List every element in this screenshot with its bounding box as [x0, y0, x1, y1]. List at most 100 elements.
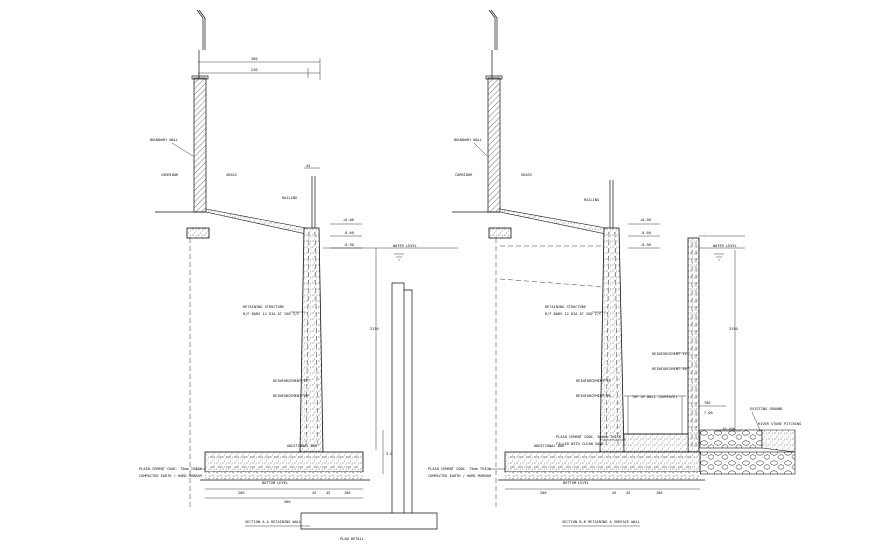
detail-label: PLAN DETAIL	[340, 537, 364, 541]
level-lower-left: -0.90	[343, 243, 354, 247]
blinding-left	[205, 472, 363, 480]
stone-pitching	[699, 429, 763, 449]
base-note-2-left: COMPACTED EARTH / HARD MURRAM	[139, 474, 203, 478]
base-note-1-left: PLAIN CEMENT CONC. 75mm THICK	[139, 467, 203, 471]
rebar-4-right: REINFORCEMENT 10	[652, 367, 687, 371]
railing-upper-right	[488, 9, 498, 50]
base-note-1-right: PLAIN CEMENT CONC. 75mm THICK	[428, 467, 492, 471]
small-dim-700: 700	[704, 401, 711, 405]
railing-upper-left	[196, 9, 206, 50]
side-dim: 7.00	[704, 411, 713, 415]
grass-label-left: GRASS	[226, 173, 237, 177]
stone-note: RIVER STONE PITCHING	[758, 422, 801, 426]
rebar-2-left: REINFORCEMENT 10	[273, 394, 308, 398]
railing-label-right: RAILING	[584, 198, 599, 202]
base-slab-right	[504, 451, 701, 473]
top-dim-outer-left: 300	[251, 57, 258, 61]
detail-outline-1	[392, 282, 405, 513]
detail-outline-3	[404, 289, 413, 513]
base-note-2-right: COMPACTED EARTH / HARD MURRAM	[428, 474, 492, 478]
sand-fill	[623, 433, 689, 453]
wall-footing-right	[488, 227, 512, 239]
wall-spec-2-left: R/F BARS 12 DIA AT 200 C/C	[243, 312, 299, 316]
wall-coping-left	[191, 75, 209, 80]
base-dim-1-right: 200	[540, 491, 547, 495]
slope-fill-right	[499, 208, 607, 235]
slope-fill-left	[205, 208, 307, 235]
wall-spec-1-right: RETAINING STRUCTURE	[545, 305, 586, 309]
stone-bed	[699, 451, 796, 475]
water-level-label-right: WATER LEVEL	[713, 244, 737, 248]
boundary-wall-left	[193, 77, 207, 213]
base-note-a-right: PLAIN CEMENT CONC. 300mm THICK	[556, 435, 622, 439]
existing-ground	[761, 429, 796, 453]
detail-footing	[300, 512, 438, 530]
section-title-left: SECTION A-A RETAINING WALL	[245, 520, 301, 524]
boundary-wall-right	[487, 77, 501, 213]
rebar-line	[605, 231, 610, 449]
top-of-wall-label: TOP OF WALL (SURFACE)	[632, 395, 677, 399]
base-dim-4-right: 100	[656, 491, 663, 495]
leader	[171, 142, 194, 157]
base-level-right: BOTTOM LEVEL	[563, 481, 589, 485]
boundary-wall-label-right: BOUNDARY WALL	[454, 138, 482, 142]
wall-footing-left	[186, 227, 210, 239]
wall-coping-right	[485, 75, 503, 80]
right-section: BOUNDARY WALL CORRIDOR GRASS RAILING +0.…	[428, 9, 801, 527]
rebar-line	[305, 231, 310, 449]
wall-spec-1-left: RETAINING STRUCTURE	[243, 305, 284, 309]
retaining-wall-stem-left	[299, 227, 324, 453]
wall-spec-2-right: R/F BARS 12 DIA AT 200 C/C	[545, 312, 601, 316]
corridor-label-left: CORRIDOR	[161, 173, 179, 177]
blinding-right	[505, 472, 700, 480]
leader	[751, 411, 761, 431]
level-mid-left: -0.60	[343, 231, 354, 235]
base-rebar-left: ADDITIONAL BAR	[287, 444, 318, 448]
gabion-level: -10.45m	[720, 427, 735, 431]
rebar-1-left: REINFORCEMENT 12	[273, 379, 308, 383]
small-dim-right: .	[704, 231, 706, 235]
base-note-b-right: FILLED WITH CLEAN SAND	[556, 442, 604, 446]
level-lower-right: -0.90	[640, 243, 651, 247]
grass-label-right: GRASS	[521, 173, 532, 177]
side-note: EXISTING GROUND	[750, 407, 782, 411]
base-dim-4-left: 100	[344, 491, 351, 495]
left-section: 300 230 BOUNDARY WALL CORRIDOR GRASS RAI…	[139, 9, 458, 527]
plan-detail: PLAN DETAIL	[300, 282, 438, 541]
base-dim-3-left: 45	[326, 491, 330, 495]
level-top-right: +0.00	[640, 218, 651, 222]
corridor-label-right: CORRIDOR	[455, 173, 473, 177]
water-level-label-left: WATER LEVEL	[393, 244, 417, 248]
top-dim-inner-left: 230	[251, 68, 258, 72]
railing-label-left: RAILING	[282, 196, 297, 200]
ext-line	[499, 278, 606, 288]
level-mid-right: -0.60	[640, 231, 651, 235]
surface-wall	[687, 237, 700, 453]
retaining-wall-stem-right	[599, 227, 625, 453]
base-rebar-right: ADDITIONAL BAR	[534, 444, 565, 448]
water-symbol-left	[394, 253, 404, 261]
section-title-right: SECTION B-B RETAINING & SURFACE WALL	[562, 520, 640, 524]
base-dim-1-left: 200	[238, 491, 245, 495]
leader	[473, 142, 488, 157]
rebar-3-right: REINFORCEMENT 12	[652, 352, 687, 356]
small-dim-label: 3.0	[386, 452, 393, 456]
rebar-line	[614, 231, 619, 449]
height-dim-left: 3150	[370, 327, 379, 331]
boundary-wall-label-left: BOUNDARY WALL	[150, 138, 178, 142]
base-slab-left	[204, 451, 364, 473]
railing-top-dim-left: 45	[306, 164, 310, 168]
base-dim-3-right: 45	[626, 491, 630, 495]
base-dim-2-left: 45	[312, 491, 316, 495]
base-level-left: BOTTOM LEVEL	[262, 481, 288, 485]
rebar-line	[314, 231, 319, 449]
water-symbol-right	[714, 253, 724, 261]
base-dim-2-right: 45	[612, 491, 616, 495]
level-top-left: +0.00	[343, 218, 354, 222]
rebar-1-right: REINFORCEMENT 12	[576, 379, 611, 383]
rebar-2-right: REINFORCEMENT 10	[576, 394, 611, 398]
height-dim-right: 3150	[729, 327, 738, 331]
base-total-left: 500	[284, 500, 291, 504]
